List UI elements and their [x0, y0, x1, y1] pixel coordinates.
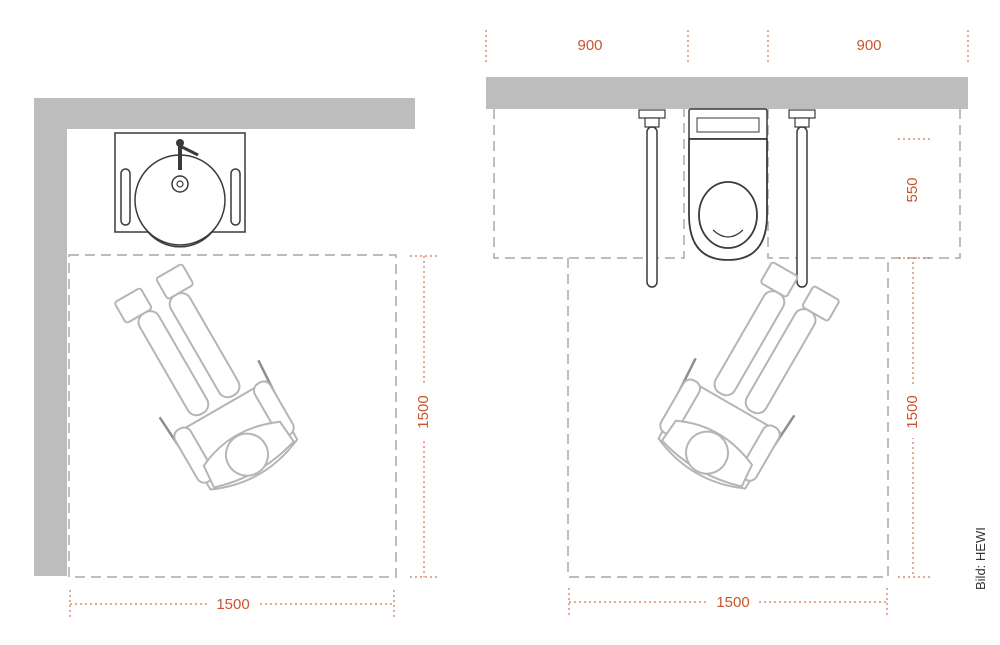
image-credit: Bild: HEWI: [973, 527, 988, 590]
left-wheelchair-user: [97, 253, 310, 505]
right-grab-bar: [788, 109, 816, 288]
depth-label: 550: [904, 177, 921, 202]
right-width-dimension: 1500: [568, 588, 888, 618]
right-wall-top: [486, 77, 968, 109]
left-wall-top: [34, 98, 415, 129]
left-clearance-label: 900: [577, 37, 602, 54]
left-wall-side: [34, 98, 67, 576]
left-clearance-zone: [493, 109, 685, 259]
left-grab-bar: [638, 109, 666, 288]
right-plan: 900 900 550 1500 1500: [485, 30, 969, 618]
right-height-dimension: 1500: [898, 262, 930, 578]
top-clearance-dimensions: 900 900: [485, 30, 969, 62]
left-turning-area: [68, 254, 397, 578]
right-clearance-label: 900: [856, 37, 881, 54]
right-clearance-zone: [767, 109, 961, 259]
left-width-label: 1500: [216, 596, 249, 613]
washbasin: [114, 132, 246, 248]
left-height-label: 1500: [415, 395, 432, 428]
right-width-label: 1500: [716, 594, 749, 611]
depth-dimension: 550: [898, 138, 930, 259]
right-wheelchair-user: [644, 251, 857, 503]
left-height-dimension: 1500: [410, 255, 438, 578]
right-height-label: 1500: [904, 395, 921, 428]
left-plan: 1500 1500: [34, 98, 438, 620]
toilet: [688, 108, 768, 261]
left-width-dimension: 1500: [69, 590, 395, 620]
